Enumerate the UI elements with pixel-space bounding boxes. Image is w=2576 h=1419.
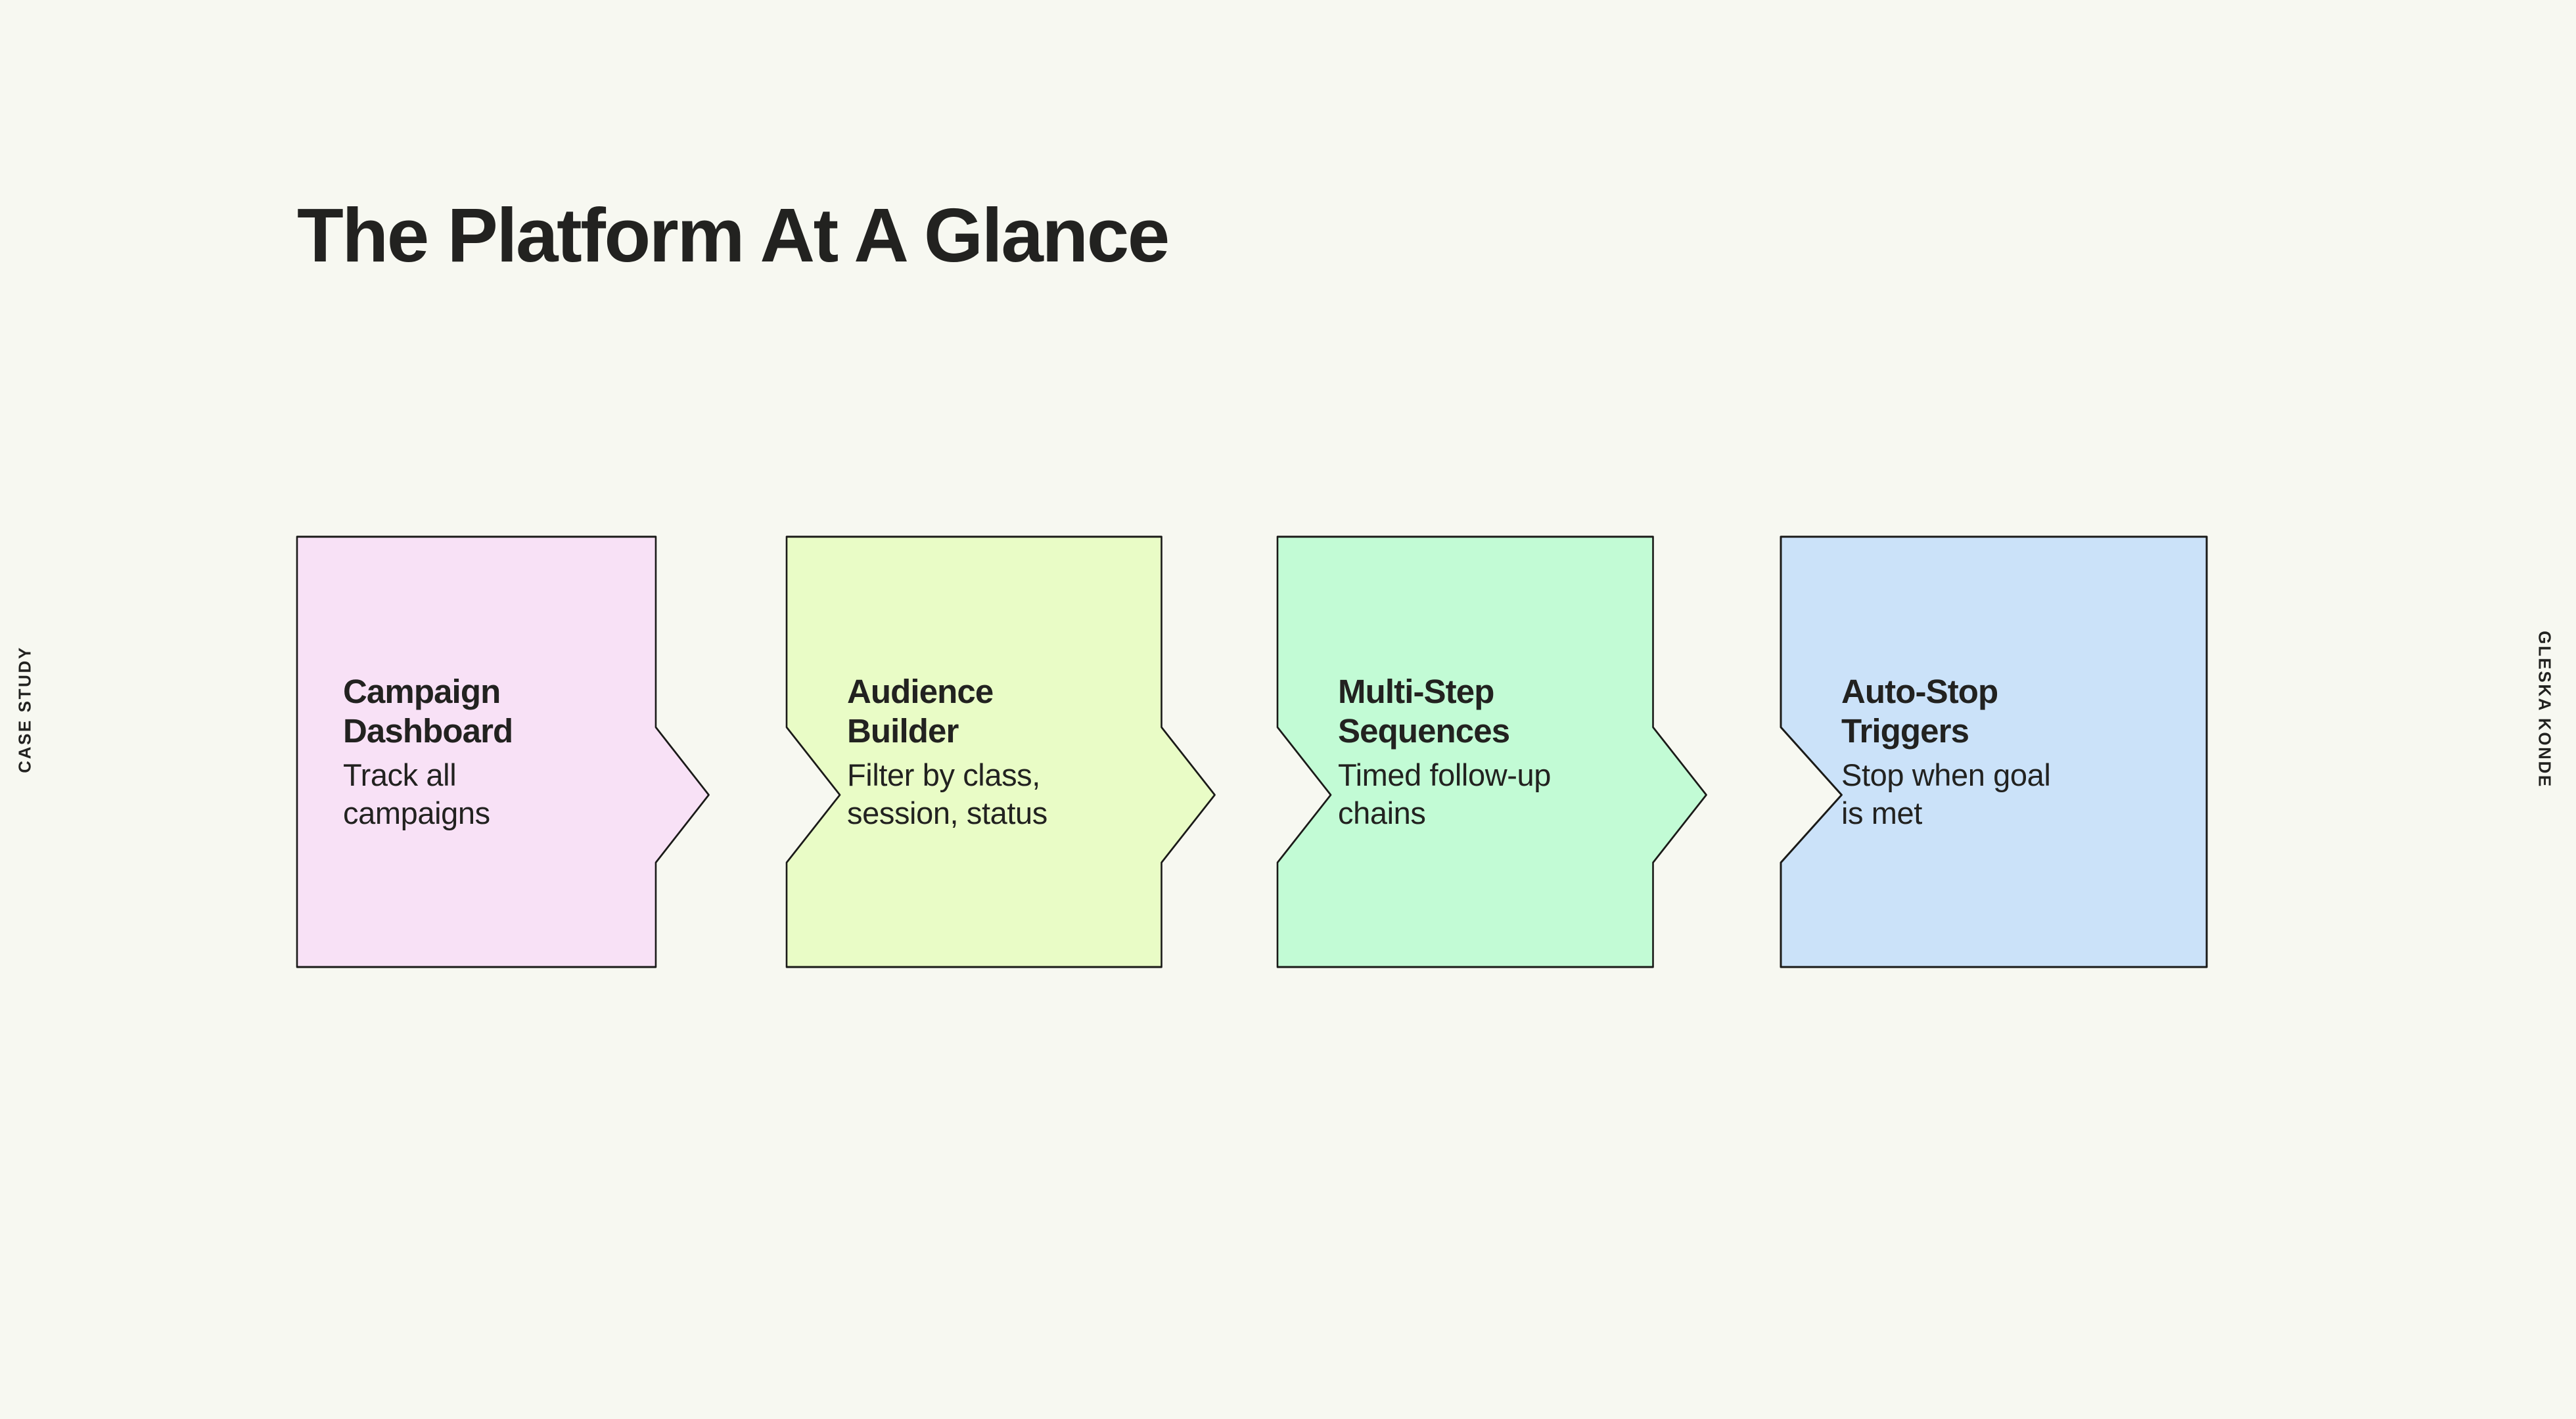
- flow-step-shape: [1276, 535, 1707, 968]
- flow-step-description: Stop when goal is met: [1841, 757, 2051, 830]
- flow-step-description: Filter by class, session, status: [847, 757, 1047, 830]
- flow-step-title: Auto-Stop Triggers: [1841, 673, 1998, 750]
- flow-step-title: Audience Builder: [847, 673, 994, 750]
- flow-step-shape: [785, 535, 1216, 968]
- flow-step-shape: [296, 535, 710, 968]
- page-title: The Platform At A Glance: [297, 192, 1170, 278]
- flow-step-description: Track all campaigns: [343, 757, 490, 830]
- flow-step-description: Timed follow-up chains: [1338, 757, 1551, 830]
- flow-step-shape: [1780, 535, 2208, 968]
- flow-step-title: Multi-Step Sequences: [1338, 673, 1510, 750]
- flow-step-title: Campaign Dashboard: [343, 673, 513, 750]
